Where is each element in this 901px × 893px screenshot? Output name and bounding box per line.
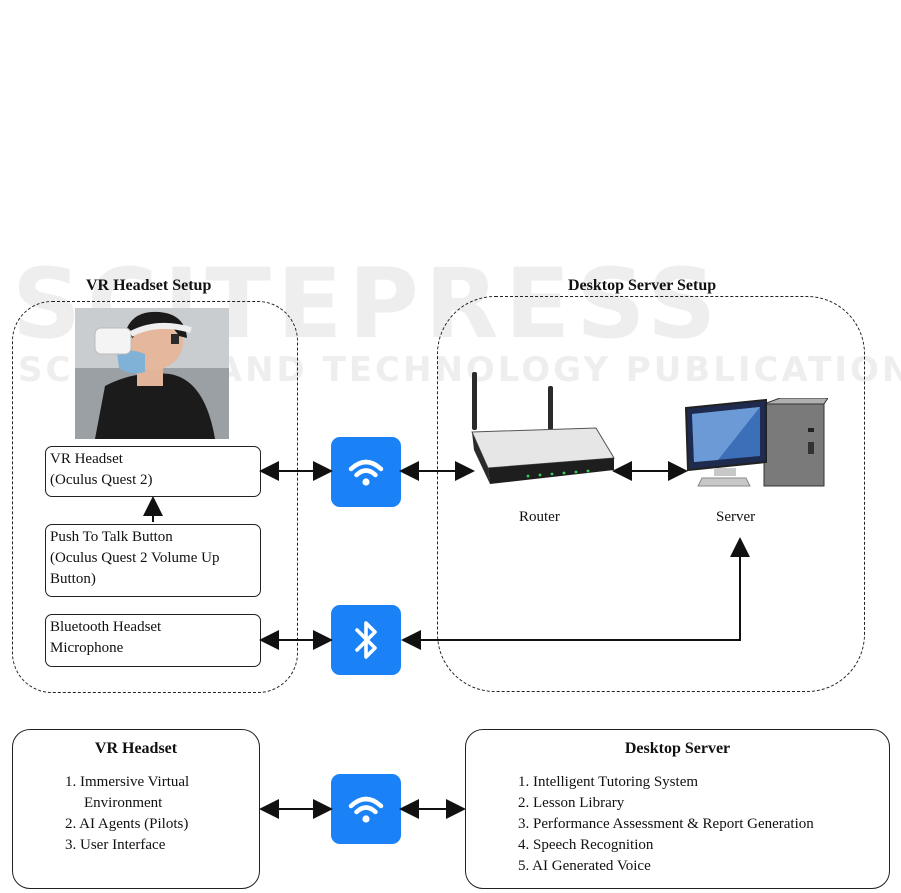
bluetooth-headset-box: Bluetooth Headset Microphone	[45, 614, 261, 667]
vr-setup-title: VR Headset Setup	[86, 277, 212, 294]
list-item: 4. Speech Recognition	[518, 837, 654, 853]
desktop-server-panel: Desktop Server 1. Intelligent Tutoring S…	[465, 729, 890, 889]
vr-headset-box: VR Headset (Oculus Quest 2)	[45, 446, 261, 497]
list-item: 2. AI Agents (Pilots)	[65, 816, 189, 832]
bluetooth-icon	[331, 605, 401, 675]
list-item: 3. User Interface	[65, 837, 166, 853]
bluetooth-headset-line2: Microphone	[50, 640, 124, 656]
server-setup-group	[437, 296, 865, 692]
push-to-talk-line3: Button)	[50, 571, 96, 587]
wifi-icon	[331, 437, 401, 507]
vr-setup-group	[12, 301, 298, 693]
vr-headset-box-line2: (Oculus Quest 2)	[50, 472, 153, 488]
vr-headset-panel: VR Headset 1. Immersive Virtual Environm…	[12, 729, 260, 889]
router-label: Router	[519, 509, 560, 525]
vr-headset-panel-title: VR Headset	[94, 740, 178, 757]
wifi-icon-bottom	[331, 774, 401, 844]
push-to-talk-line2: (Oculus Quest 2 Volume Up	[50, 550, 220, 566]
list-item: 1. Immersive Virtual	[65, 774, 190, 790]
server-setup-title: Desktop Server Setup	[568, 277, 717, 294]
push-to-talk-line1: Push To Talk Button	[50, 529, 173, 545]
server-icon	[684, 397, 829, 490]
list-item: Environment	[84, 795, 163, 811]
list-item: 1. Intelligent Tutoring System	[518, 774, 699, 790]
router-icon	[468, 372, 616, 502]
vr-user-photo	[75, 308, 229, 439]
desktop-server-panel-title: Desktop Server	[624, 740, 731, 757]
vr-headset-box-line1: VR Headset	[50, 451, 123, 467]
bluetooth-headset-line1: Bluetooth Headset	[50, 619, 162, 635]
list-item: 2. Lesson Library	[518, 795, 625, 811]
list-item: 5. AI Generated Voice	[518, 858, 651, 874]
arrow-bt-server	[401, 537, 750, 650]
list-item: 3. Performance Assessment & Report Gener…	[518, 816, 814, 832]
server-label: Server	[716, 509, 756, 525]
push-to-talk-box: Push To Talk Button (Oculus Quest 2 Volu…	[45, 524, 261, 597]
